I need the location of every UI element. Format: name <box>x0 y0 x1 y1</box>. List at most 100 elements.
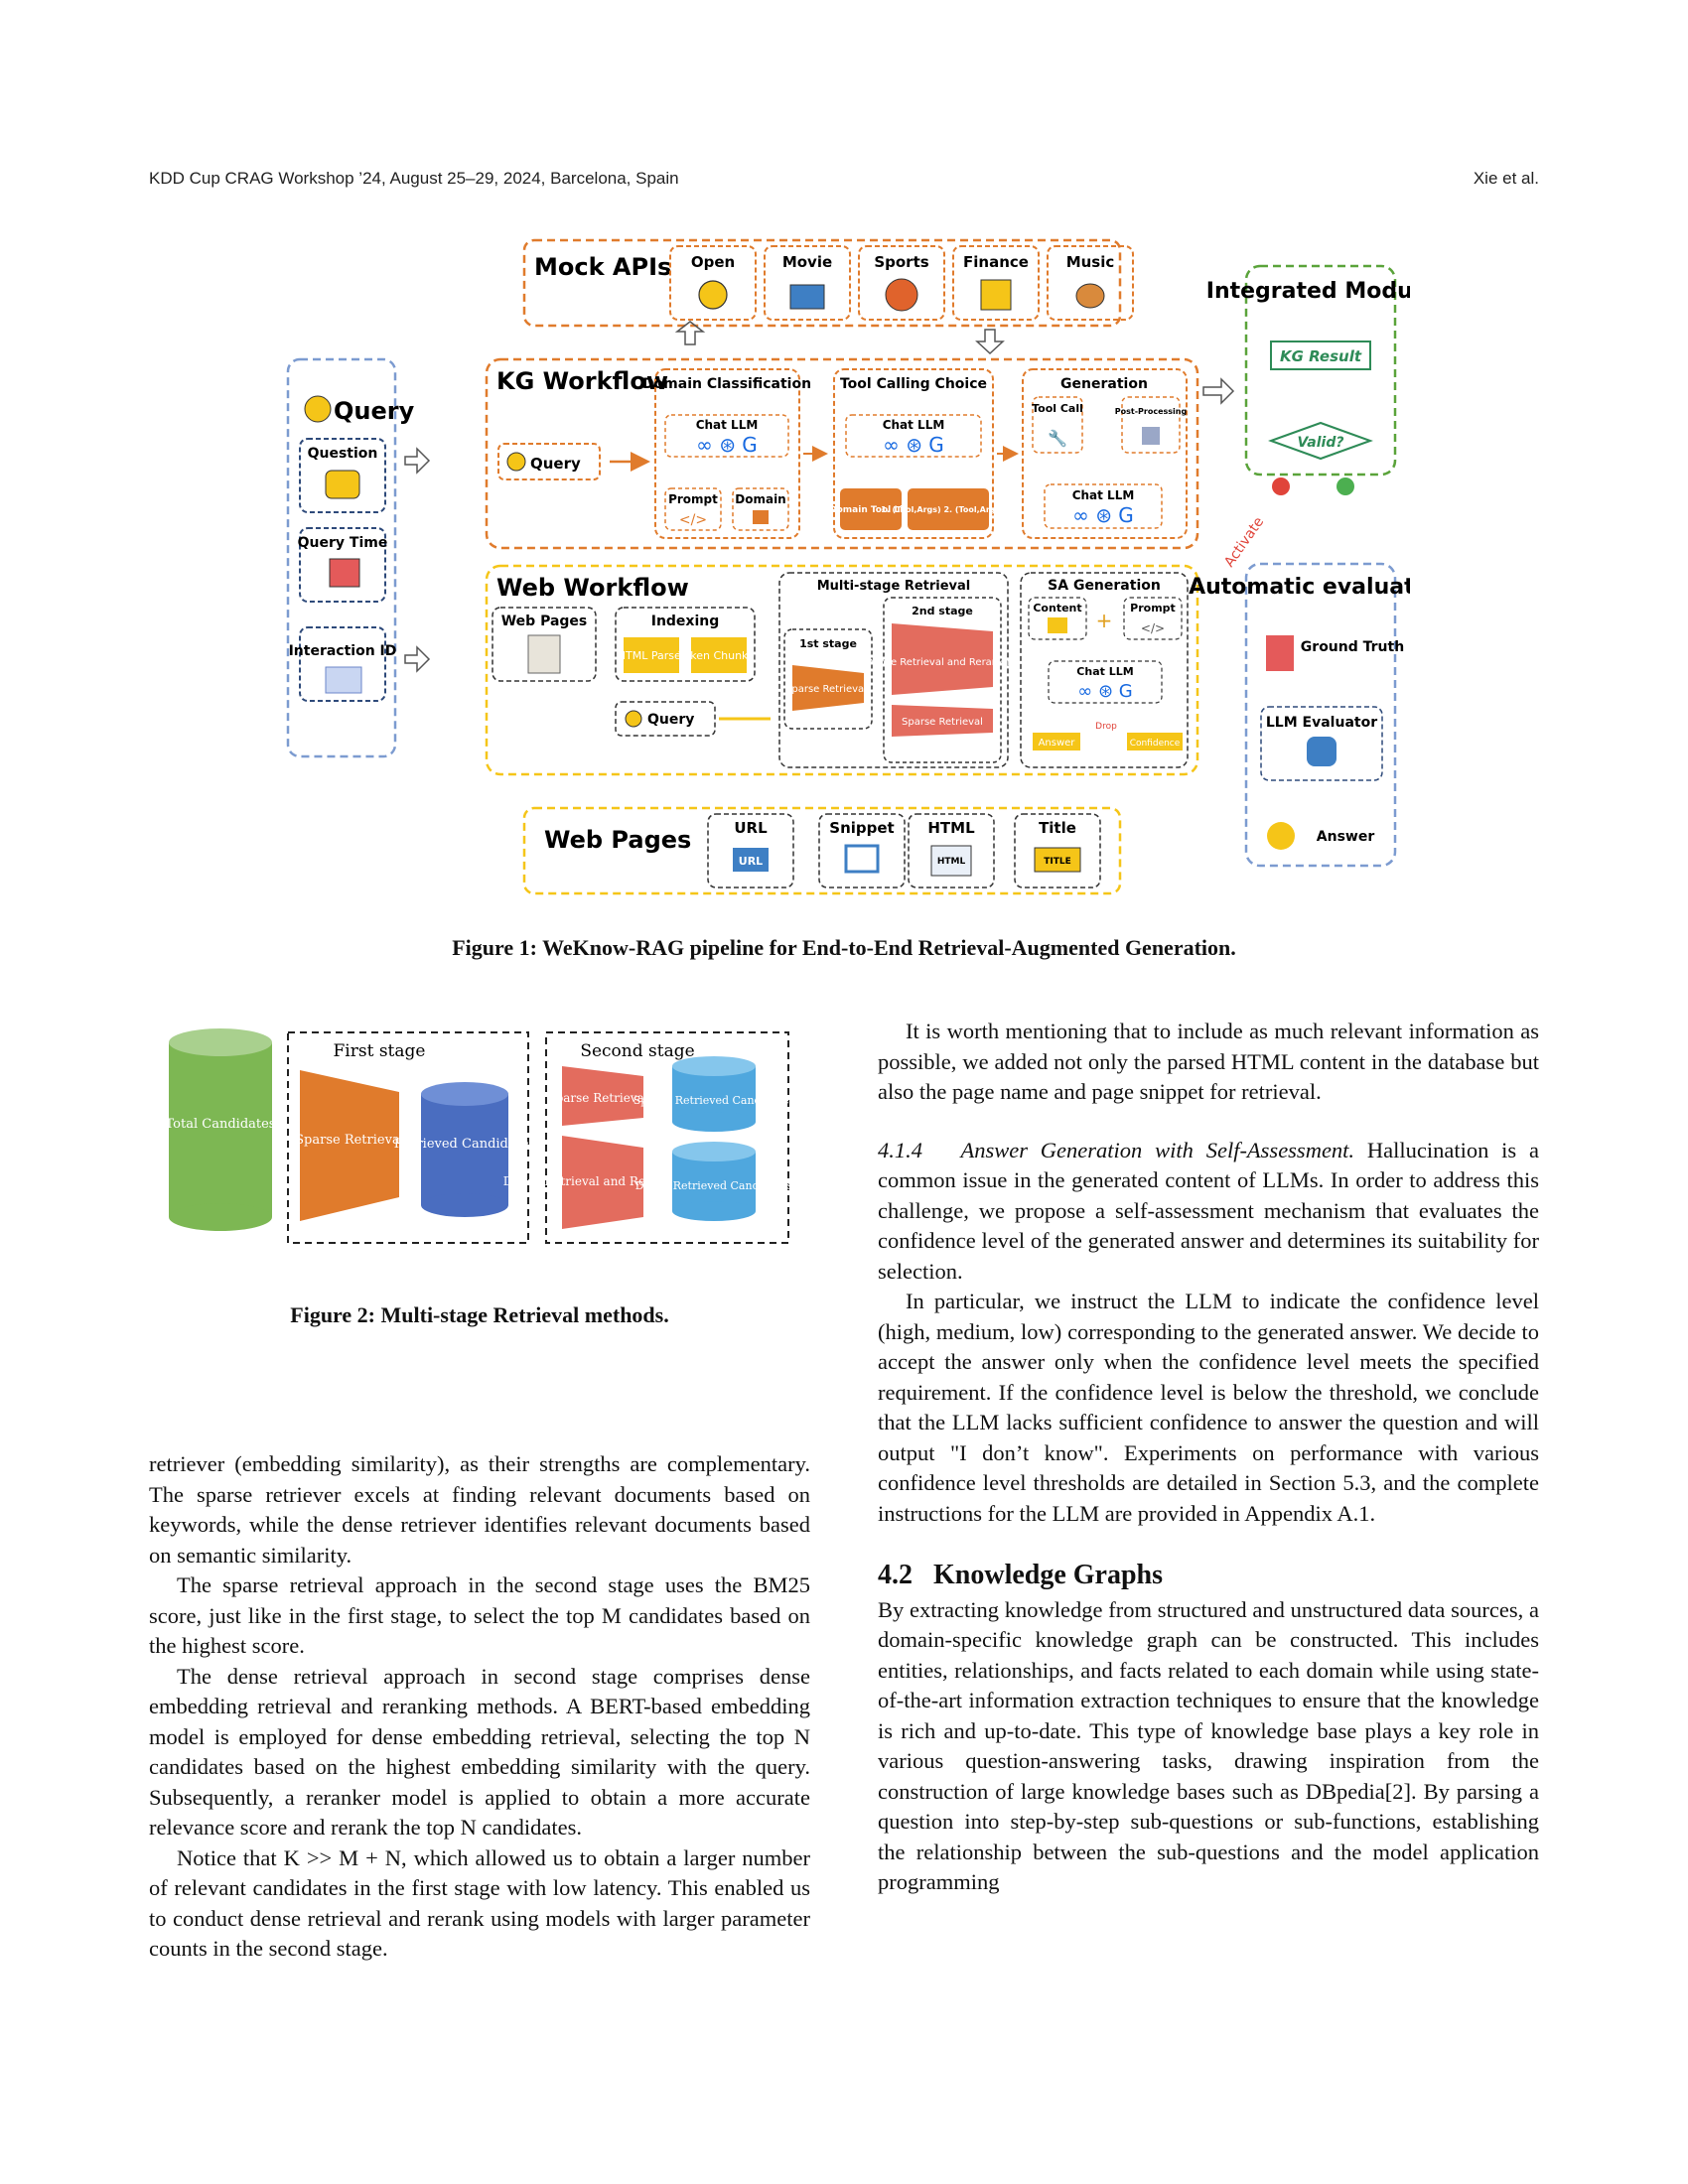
web-pages-bottom-title: Web Pages <box>544 826 691 854</box>
kg-tool-call: Tool Call <box>1032 402 1083 415</box>
left-paragraph-4: Notice that K >> M + N, which allowed us… <box>149 1844 810 1962</box>
fig2-retrieved-candidates: Retrieved Candidates <box>394 1137 535 1152</box>
mock-apis-box <box>522 238 1122 328</box>
fig2-dense-rr: Dense Retrieval and Reranking <box>503 1174 693 1188</box>
sparse-retrieval-block <box>562 1066 643 1126</box>
web-page-html: HTML <box>927 819 975 837</box>
web-workflow-title: Web Workflow <box>496 574 689 602</box>
integrated-module-box <box>1244 264 1397 477</box>
section-title: Knowledge Graphs <box>933 1560 1164 1590</box>
web-page-title: Title <box>1039 819 1076 837</box>
clapperboard-icon <box>789 284 825 310</box>
kg-domain: Domain <box>735 492 785 506</box>
html-badge-icon: HTML <box>937 857 966 867</box>
llm-logos-icon: ∞ ⊛ G <box>1077 681 1132 702</box>
mock-apis-title: Mock APIs <box>534 253 671 281</box>
query-panel-title: Query <box>334 397 415 425</box>
kg-generation: Generation <box>1060 376 1148 392</box>
svg-text:+: + <box>1096 609 1113 632</box>
url-badge-icon: URL <box>739 855 763 868</box>
figure2-caption: Figure 2: Multi-stage Retrieval methods. <box>290 1302 669 1327</box>
query-panel <box>286 357 397 758</box>
kg-prompt: Prompt <box>668 492 718 506</box>
auto-eval-answer: Answer <box>1317 829 1375 845</box>
web-page-snippet: Snippet <box>829 819 894 837</box>
running-header-right: Xie et al. <box>1473 169 1539 188</box>
section-number: 4.2 <box>878 1560 913 1590</box>
sa-generation: SA Generation <box>1048 578 1161 594</box>
kg-workflow-title: KG Workflow <box>496 367 668 395</box>
question-icon <box>325 470 360 499</box>
figure1-diagram: Mock APIs Open Movie Sports Finance Musi… <box>286 238 1410 895</box>
right-paragraph-4: By extracting knowledge from structured … <box>878 1596 1539 1895</box>
mock-api-open: Open <box>691 253 735 271</box>
total-candidates: Total Candidates <box>166 1117 276 1132</box>
sa-confidence: Confidence <box>1130 739 1181 749</box>
mock-api-music: Music <box>1066 253 1115 271</box>
llm-logos-icon: ∞ ⊛ G <box>883 433 944 457</box>
web-workflow-box <box>485 564 1199 776</box>
clipboard-icon <box>1266 635 1294 671</box>
calculator-icon <box>980 279 1012 311</box>
web-pages-bottom-box <box>522 806 1122 895</box>
integrated-module-title: Integrated Module <box>1206 279 1410 304</box>
lightbulb-book-icon <box>698 280 728 310</box>
kg-chat-llm-1: Chat LLM <box>696 418 759 432</box>
kg-chat-llm-3: Chat LLM <box>1072 488 1135 502</box>
domain-icon <box>753 510 769 524</box>
wrench-icon: 🔧 <box>1048 429 1067 448</box>
kg-query: Query <box>530 455 581 473</box>
document-icon <box>527 634 561 674</box>
lines-icon <box>844 844 880 874</box>
sa-prompt: Prompt <box>1130 602 1176 614</box>
fig2-sparse-retrieval-2: Sparse Retrieval <box>547 1091 647 1105</box>
web-page-url: URL <box>734 819 768 837</box>
llm-evaluator: LLM Evaluator <box>1266 715 1377 731</box>
subsection-number: 4.1.4 <box>878 1137 922 1162</box>
left-paragraph-3: The dense retrieval approach in second s… <box>149 1663 810 1841</box>
auto-eval-title: Automatic evaluation <box>1189 575 1410 600</box>
web-pages-left: Web Pages <box>501 614 588 629</box>
right-paragraph-3: In particular, we instruct the LLM to in… <box>878 1289 1539 1526</box>
ball-icon <box>885 278 918 312</box>
kg-tool-args: 1. (Tool,Args) 2. (Tool,Args) ... <box>881 505 1016 514</box>
fig2-sparse-retrieval: Sparse Retrieval <box>295 1133 404 1148</box>
kg-tool-calling: Tool Calling Choice <box>840 376 987 392</box>
section-heading: 4.2 Knowledge Graphs <box>878 1560 1539 1591</box>
left-paragraph-1: retriever (embedding similarity), as the… <box>149 1451 810 1568</box>
code-icon: </> <box>1141 621 1165 635</box>
dense-rr-1: Dense Retrieval and Reranking <box>866 657 1020 668</box>
person-icon <box>304 395 332 423</box>
valid-decision: Valid? <box>1298 435 1344 451</box>
mock-api-movie: Movie <box>782 253 832 271</box>
kg-workflow-box <box>485 357 1199 550</box>
mock-api-items: Open Movie Sports Finance Music <box>669 245 1134 321</box>
calendar-clock-icon <box>329 558 360 588</box>
indexing: Indexing <box>651 614 720 629</box>
figure1-caption: Figure 1: WeKnow-RAG pipeline for End-to… <box>452 935 1236 960</box>
left-paragraph-2: The sparse retrieval approach in the sec… <box>149 1572 810 1658</box>
llm-logos-icon: ∞ ⊛ G <box>696 433 758 457</box>
sa-content: Content <box>1033 602 1081 614</box>
first-stage: 1st stage <box>799 637 857 650</box>
llm-logos-icon: ∞ ⊛ G <box>1072 503 1134 527</box>
title-badge-icon: TITLE <box>1044 857 1071 867</box>
fig2-sparse-retrieved: Sparse Retrieved Candidates <box>633 1094 795 1107</box>
robot-icon <box>1307 737 1336 766</box>
fig2-dense-retrieved: Dense Retrieved Candidates <box>635 1179 793 1192</box>
sparse-retrieval-2: Sparse Retrieval <box>902 717 983 728</box>
right-column: It is worth mentioning that to include a… <box>878 1017 1539 1898</box>
kg-domain-tool-list: Domain Tool List <box>829 505 913 515</box>
sa-chat-llm: Chat LLM <box>1076 665 1133 678</box>
html-parser: HTML Parser <box>618 649 686 662</box>
right-paragraph-2: 4.1.4 Answer Generation with Self-Assess… <box>878 1136 1539 1288</box>
subsection-title: Answer Generation with Self-Assessment. <box>960 1137 1355 1162</box>
query-time: Query Time <box>298 535 388 551</box>
code-icon: </> <box>679 512 707 528</box>
sa-drop: Drop <box>1095 722 1117 732</box>
dense-rr-block <box>562 1136 643 1229</box>
lightbulb-icon <box>1267 822 1295 850</box>
ground-truth: Ground Truth <box>1301 639 1404 655</box>
second-stage: 2nd stage <box>912 605 973 617</box>
left-column: retriever (embedding similarity), as the… <box>149 1449 810 1965</box>
